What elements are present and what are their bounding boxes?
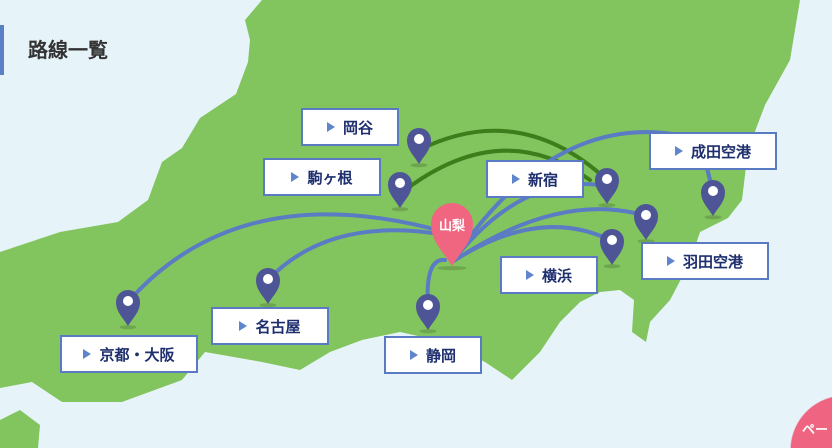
destination-label: 京都・大阪	[99, 345, 175, 364]
map-pin-icon-nagoya[interactable]	[256, 268, 280, 308]
triangle-right-icon	[511, 174, 520, 184]
triangle-right-icon	[291, 172, 300, 182]
map-pin-icon-yokohama[interactable]	[600, 229, 624, 269]
triangle-right-icon	[239, 321, 248, 331]
destination-label: 横浜	[541, 266, 572, 285]
page-title: 路線一覧	[0, 25, 108, 75]
triangle-right-icon	[674, 146, 683, 156]
triangle-right-icon	[83, 349, 92, 359]
destination-link-kyoto[interactable]: 京都・大阪	[60, 335, 198, 373]
map-pin-icon-komagane[interactable]	[388, 172, 412, 212]
page-top-button[interactable]: ペー	[790, 395, 832, 448]
triangle-right-icon	[525, 270, 534, 280]
destination-link-narita[interactable]: 成田空港	[649, 132, 777, 170]
map-pin-icon-okaya[interactable]	[407, 128, 431, 168]
map-pin-icon-kyoto[interactable]	[116, 290, 140, 330]
triangle-right-icon	[409, 350, 418, 360]
destination-label: 新宿	[527, 170, 558, 189]
destination-label: 静岡	[425, 346, 456, 365]
route-lines	[126, 128, 715, 308]
destination-link-nagoya[interactable]: 名古屋	[211, 307, 329, 345]
triangle-right-icon	[326, 122, 335, 132]
destination-label: 成田空港	[690, 142, 751, 161]
route-green-okaya	[417, 128, 609, 182]
triangle-right-icon	[666, 256, 675, 266]
map-pin-icon-narita[interactable]	[701, 180, 725, 220]
destination-link-shinjuku[interactable]: 新宿	[486, 160, 584, 198]
destination-label: 名古屋	[255, 317, 301, 336]
destination-label: 羽田空港	[682, 252, 743, 271]
destination-link-haneda[interactable]: 羽田空港	[641, 242, 769, 280]
destination-link-komagane[interactable]: 駒ヶ根	[263, 158, 381, 196]
hub-pin-icon[interactable]: 山梨	[431, 203, 473, 271]
hub-label: 山梨	[439, 218, 466, 234]
land-islet	[0, 410, 40, 448]
destination-link-okaya[interactable]: 岡谷	[301, 108, 399, 146]
map-pin-icon-haneda[interactable]	[634, 204, 658, 244]
destination-link-yokohama[interactable]: 横浜	[500, 256, 598, 294]
destination-label: 駒ヶ根	[307, 168, 353, 187]
map-pin-icon-shizuoka[interactable]	[416, 294, 440, 334]
route-yokohama	[450, 225, 614, 264]
route-kyoto	[126, 212, 447, 304]
route-nagoya	[266, 228, 447, 282]
map-pin-icon-shinjuku[interactable]	[595, 168, 619, 208]
destination-link-shizuoka[interactable]: 静岡	[384, 336, 482, 374]
destination-label: 岡谷	[342, 118, 373, 137]
